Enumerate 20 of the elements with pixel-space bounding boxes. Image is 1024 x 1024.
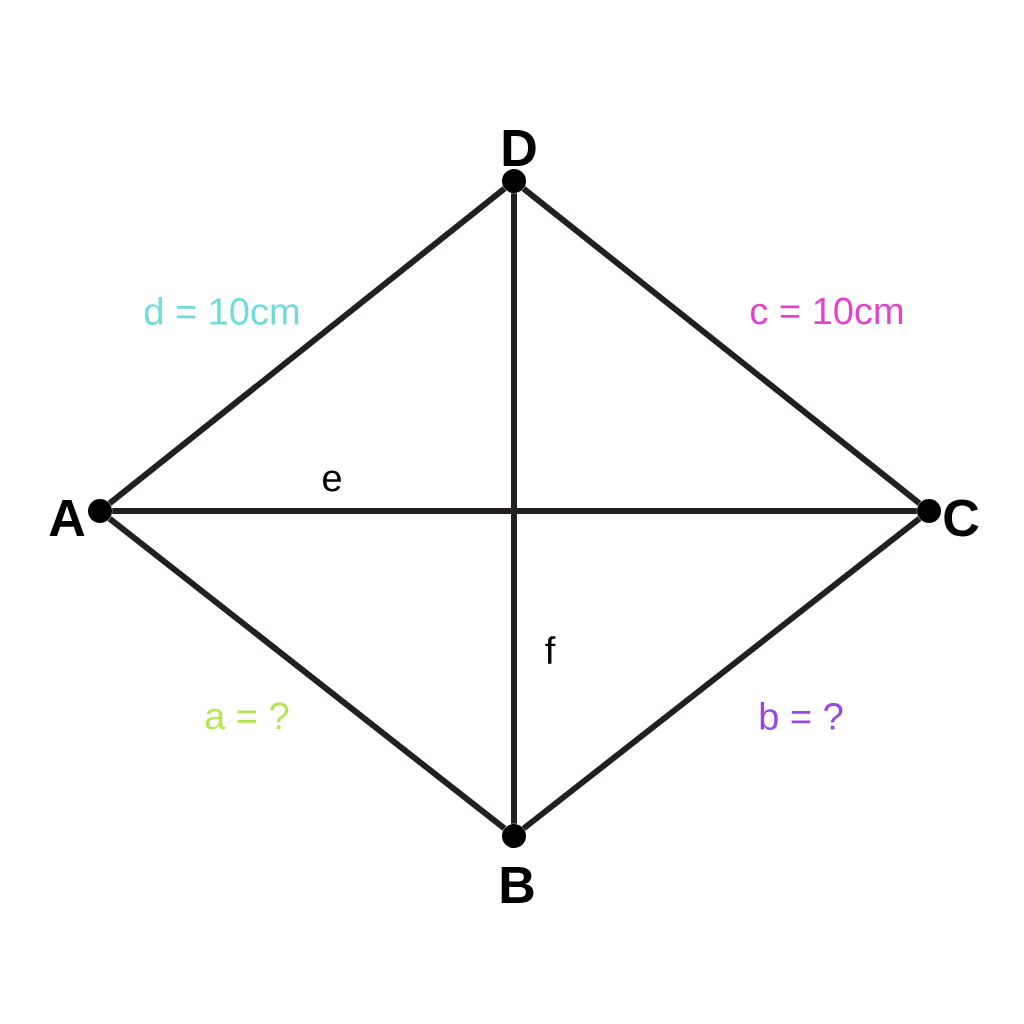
edge-label: b = ? xyxy=(760,702,843,730)
line-segment xyxy=(107,516,507,831)
vertex-label: D xyxy=(503,130,536,166)
vertex-dot xyxy=(502,824,526,848)
edge-label: c = 10cm xyxy=(751,297,903,325)
edge-label: d = 10cm xyxy=(144,297,299,325)
line-segment xyxy=(521,516,922,831)
vertex-dot xyxy=(917,499,941,523)
edge-label: a = ? xyxy=(205,702,289,730)
edge-label: f xyxy=(545,636,556,664)
line-segment xyxy=(521,186,922,506)
vertex-label: B xyxy=(501,867,534,903)
line-segment xyxy=(107,186,507,506)
vertex-label: C xyxy=(944,499,979,537)
line-segment xyxy=(112,508,917,514)
line-segment xyxy=(511,193,517,824)
edge-label: e xyxy=(323,470,341,492)
vertex-label: A xyxy=(49,500,85,536)
vertex-dot xyxy=(88,499,112,523)
vertex-dot xyxy=(502,169,526,193)
